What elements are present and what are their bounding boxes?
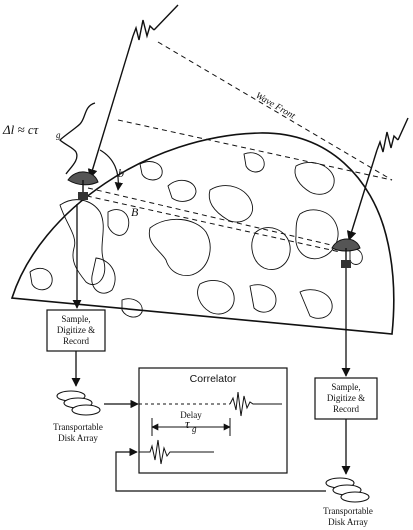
delay-label: Delay bbox=[180, 410, 202, 420]
wave-front-lines bbox=[87, 41, 393, 249]
earth-hemisphere bbox=[10, 132, 395, 335]
right-dish-icon bbox=[331, 238, 361, 268]
left-disk-array-label: Transportable Disk Array bbox=[53, 422, 103, 443]
correlator-box: Correlator bbox=[138, 367, 288, 474]
wave-front-label: Wave Front bbox=[254, 91, 297, 122]
svg-text:g: g bbox=[192, 424, 197, 434]
continents bbox=[29, 152, 363, 319]
tau-g-label: τ g bbox=[185, 416, 197, 434]
right-disk-array-label: Transportable Disk Array bbox=[323, 506, 373, 527]
svg-text:Transportable: Transportable bbox=[53, 422, 103, 432]
angle-arc bbox=[99, 149, 124, 191]
svg-text:Disk Array: Disk Array bbox=[58, 433, 98, 443]
left-disk-array-icon bbox=[56, 390, 101, 416]
lower-signal-trace bbox=[139, 439, 214, 465]
svg-text:Digitize &: Digitize & bbox=[57, 325, 95, 335]
svg-text:Sample,: Sample, bbox=[331, 382, 360, 392]
svg-text:Transportable: Transportable bbox=[323, 506, 373, 516]
svg-text:Record: Record bbox=[333, 404, 359, 414]
svg-text:Disk Array: Disk Array bbox=[328, 517, 368, 527]
delta-l-formula: Δl ≈ cτ g bbox=[2, 122, 61, 140]
svg-text:Sample,: Sample, bbox=[61, 314, 90, 324]
svg-text:Correlator: Correlator bbox=[190, 373, 237, 385]
svg-text:g: g bbox=[56, 130, 61, 140]
right-disk-to-correlator-path bbox=[115, 447, 326, 492]
incoming-rays bbox=[87, 4, 409, 241]
svg-text:Digitize &: Digitize & bbox=[327, 393, 365, 403]
baseline-b-label: B bbox=[131, 205, 139, 219]
upper-signal-trace bbox=[139, 391, 282, 417]
svg-text:Record: Record bbox=[63, 336, 89, 346]
left-sample-box: Sample, Digitize & Record bbox=[46, 309, 106, 352]
delta-l-brace bbox=[59, 102, 96, 175]
delay-markers bbox=[151, 418, 231, 436]
svg-text:τ: τ bbox=[185, 416, 191, 431]
right-sample-box: Sample, Digitize & Record bbox=[314, 377, 378, 420]
angle-b-label: b bbox=[118, 166, 124, 180]
svg-text:Δl ≈ cτ: Δl ≈ cτ bbox=[2, 122, 40, 137]
right-disk-array-icon bbox=[325, 477, 370, 503]
left-dish-icon bbox=[67, 171, 99, 200]
